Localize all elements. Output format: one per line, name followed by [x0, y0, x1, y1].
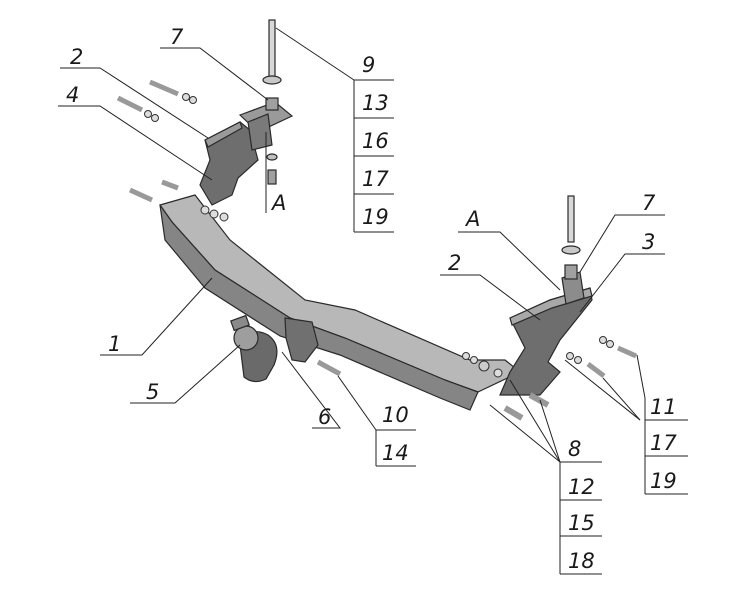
stack-left-4: 19 [362, 205, 389, 229]
label-A-left: A [270, 191, 286, 215]
stack-right-bottom-1: 12 [568, 475, 595, 499]
stack-left-frame [353, 79, 394, 233]
stack-left-1: 13 [362, 91, 389, 115]
stack-right-bottom-3: 18 [568, 549, 595, 573]
label-7-right: 7 [642, 191, 656, 215]
label-2-left: 2 [70, 45, 83, 69]
stack-right-top-frame [644, 398, 688, 495]
stack-right-top-1: 17 [650, 431, 677, 455]
socket-bracket [284, 317, 319, 363]
stack-right-bottom-0: 8 [568, 437, 581, 461]
callout-labels: 7 2 4 A 1 5 6 9 13 16 17 19 10 14 A 7 2 … [66, 25, 677, 573]
stack-right-bottom-2: 15 [568, 511, 595, 535]
stack-center-1: 14 [382, 441, 409, 465]
label-5: 5 [146, 380, 159, 404]
stack-left-2: 16 [362, 129, 389, 153]
right-bolts [316, 336, 638, 421]
stack-left-3: 17 [362, 167, 389, 191]
label-1: 1 [108, 332, 121, 356]
label-A-right: A [464, 207, 480, 231]
label-2-right: 2 [448, 251, 461, 275]
tow-ball [230, 314, 278, 383]
stack-center-frame [375, 429, 416, 467]
stack-right-top-0: 11 [650, 395, 677, 419]
stack-center-0: 10 [382, 403, 409, 427]
left-upper-bolts [116, 79, 229, 222]
stack-left-0: 9 [362, 53, 375, 77]
main-crossbar [159, 101, 593, 411]
left-vertical-bolt [262, 19, 282, 185]
label-6: 6 [318, 405, 331, 429]
crossbar-front-face [159, 204, 479, 411]
label-4: 4 [66, 83, 79, 107]
right-vertical-bolt [561, 195, 581, 280]
label-3: 3 [642, 230, 655, 254]
leader-lines [58, 27, 665, 463]
stack-right-bottom-frame [559, 461, 602, 575]
label-7-left: 7 [170, 25, 184, 49]
stack-right-top-2: 19 [650, 469, 677, 493]
